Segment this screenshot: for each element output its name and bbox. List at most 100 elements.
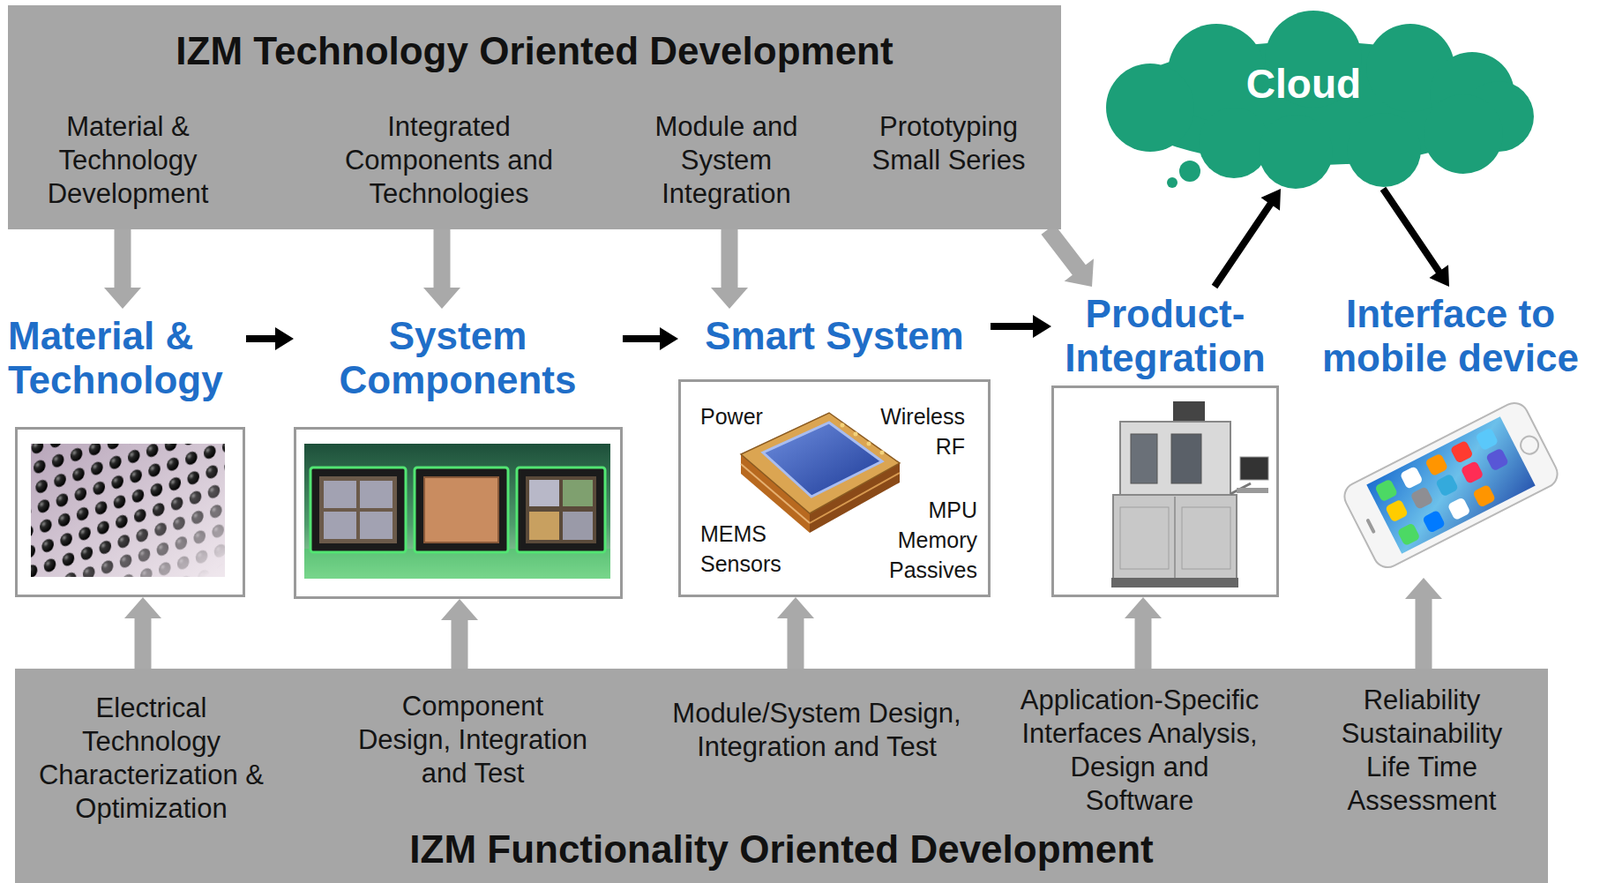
- phone-screen: [1366, 416, 1535, 554]
- column-label: Prototyping Small Series: [867, 110, 1031, 178]
- image-frame: [1051, 385, 1279, 598]
- app-icon: [1460, 460, 1485, 485]
- app-icon: [1421, 509, 1446, 534]
- image-frame: [293, 426, 623, 599]
- part-label: Wireless RF: [867, 401, 965, 462]
- app-icon: [1410, 485, 1435, 510]
- bond-pad: [880, 450, 885, 456]
- cloud-puff: [1179, 160, 1201, 182]
- block-arrow: [1405, 577, 1443, 669]
- app-icon: [1447, 496, 1472, 521]
- column-label: Module and System Integration: [649, 110, 804, 211]
- column-label: Material & Technology Development: [39, 110, 217, 211]
- block-arrow: [441, 598, 479, 669]
- app-icon: [1397, 522, 1421, 546]
- chip-die: [359, 511, 393, 539]
- block-arrow: [124, 597, 162, 669]
- block-arrow: [1041, 224, 1095, 287]
- app-icon: [1374, 478, 1399, 502]
- cloud-puff: [1346, 112, 1421, 187]
- chip-die: [359, 480, 393, 509]
- app-icon: [1435, 473, 1459, 498]
- cloud-puff: [1258, 114, 1333, 189]
- chip-die: [323, 511, 357, 539]
- band-title: IZM Technology Oriented Development: [7, 29, 1062, 74]
- home-button: [1517, 433, 1542, 457]
- photo-ground: [304, 443, 611, 579]
- bond-pad: [867, 441, 872, 447]
- cabinet-door: [1120, 507, 1169, 569]
- stage-node: Product-Integration: [1051, 286, 1279, 598]
- stage-node: System Components: [293, 308, 623, 599]
- bond-pad: [840, 423, 845, 428]
- column-label: Reliability Sustainability Life Time Ass…: [1333, 683, 1511, 818]
- stage-node: Smart SystemPower Wireless RF MEMS Sensors…: [678, 308, 991, 598]
- flow-arrow: [246, 327, 294, 351]
- flow-arrow: [1211, 188, 1281, 289]
- column-label: Component Design, Integration and Test: [355, 689, 591, 791]
- chip-die: [525, 476, 597, 544]
- functionality-band: IZM Functionality Oriented DevelopmentEl…: [14, 668, 1548, 883]
- machine-window: [1130, 433, 1158, 484]
- chip-package-photo: [304, 443, 611, 579]
- chip-die: [562, 479, 593, 507]
- part-label: Power: [700, 401, 798, 432]
- block-arrow: [423, 229, 461, 309]
- chip-die: [762, 422, 883, 497]
- image-frame: [14, 426, 246, 598]
- cloud-puff: [1198, 107, 1270, 179]
- chip-die: [562, 511, 593, 540]
- block-arrow: [710, 229, 748, 309]
- cloud-puff: [1423, 94, 1503, 174]
- chip-die: [529, 511, 560, 540]
- chip-die: [319, 476, 397, 544]
- app-icon: [1472, 484, 1496, 509]
- cloud-shape: Cloud: [1066, 10, 1541, 189]
- flow-arrow: [1380, 186, 1450, 287]
- stage-heading: Product-Integration: [1051, 291, 1279, 381]
- part-label: MPU Memory Passives: [880, 494, 978, 585]
- production-machine: [1111, 401, 1269, 588]
- band-title: IZM Functionality Oriented Development: [14, 827, 1548, 872]
- keyboard: [1236, 487, 1269, 494]
- stage-heading: Smart System: [678, 314, 991, 359]
- chip-package: [310, 467, 406, 553]
- flow-arrow: [622, 327, 679, 351]
- column-label: Application-Specific Interfaces Analysis…: [1016, 683, 1263, 818]
- column-label: Electrical Technology Characterization &…: [29, 691, 273, 826]
- block-arrow: [104, 229, 142, 309]
- chip-die: [424, 477, 499, 543]
- chip-package: [516, 467, 606, 553]
- smart-system-chip: [740, 412, 900, 533]
- block-arrow: [777, 597, 815, 669]
- app-icon: [1399, 465, 1424, 490]
- chip-package: [414, 467, 509, 553]
- stage-node: Interface to mobile device: [1308, 286, 1593, 578]
- app-icon: [1474, 426, 1499, 451]
- app-icon: [1485, 448, 1510, 472]
- part-label: MEMS Sensors: [700, 518, 789, 579]
- cabinet-door: [1181, 507, 1231, 569]
- block-arrow: [1124, 597, 1162, 669]
- technology-band: IZM Technology Oriented DevelopmentMater…: [7, 5, 1062, 230]
- image-frame: [1308, 392, 1593, 578]
- column-label: Integrated Components and Technologies: [338, 110, 560, 211]
- chip-die: [529, 479, 560, 507]
- machine-cabinet: [1113, 494, 1237, 580]
- stage-heading: Interface to mobile device: [1308, 291, 1593, 381]
- ball-array: [30, 443, 225, 577]
- column-label: Module/System Design, Integration and Te…: [666, 696, 967, 764]
- flow-arrow: [990, 314, 1052, 338]
- cloud-puff: [1166, 177, 1178, 188]
- machine-body: [1120, 421, 1231, 497]
- machine-base: [1111, 577, 1239, 588]
- solder-ball-photo: [30, 443, 225, 577]
- machine-head: [1173, 401, 1205, 424]
- app-icon: [1424, 452, 1449, 477]
- stage-node: Material & Technology: [7, 308, 247, 598]
- app-icon: [1384, 499, 1409, 524]
- cloud-puff: [1106, 63, 1195, 152]
- bond-pad: [853, 432, 859, 437]
- cabinet-door: [1173, 496, 1176, 578]
